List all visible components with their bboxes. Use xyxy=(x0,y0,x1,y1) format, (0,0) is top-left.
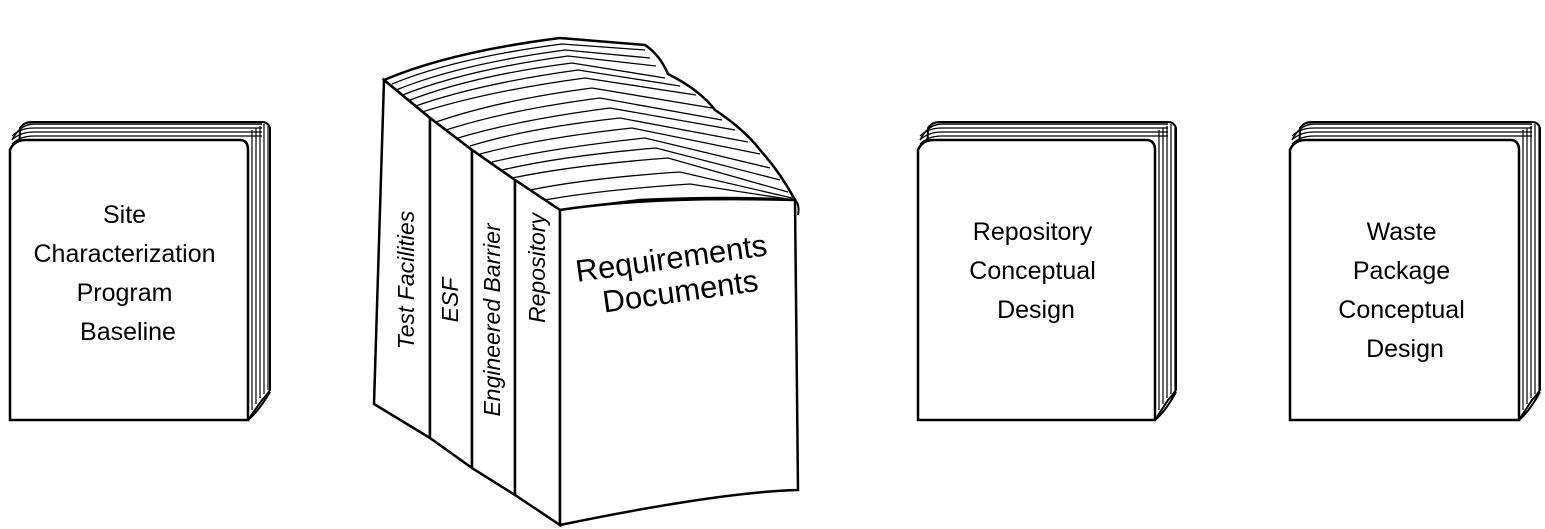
repo-book-line-2: Conceptual xyxy=(969,257,1095,285)
spine-repository: Repository xyxy=(524,212,550,323)
repo-book-line-1: Repository xyxy=(973,218,1093,246)
site-book-line-3: Program xyxy=(77,279,173,307)
spine-test-facilities: Test Facilities xyxy=(393,210,419,349)
site-book-line-2: Characterization xyxy=(34,240,216,268)
waste-book-line-4: Design xyxy=(1366,335,1444,363)
waste-book-line-1: Waste xyxy=(1367,218,1437,246)
spine-esf: ESF xyxy=(437,276,463,323)
repo-book-line-3: Design xyxy=(997,296,1075,324)
spine-engineered-barrier: Engineered Barrier xyxy=(479,222,505,416)
waste-book-line-2: Package xyxy=(1353,257,1450,285)
waste-book-line-3: Conceptual xyxy=(1338,296,1464,324)
site-book-line-1: Site xyxy=(103,201,146,229)
site-book-line-4: Baseline xyxy=(80,318,176,346)
book-site-characterization xyxy=(10,122,270,420)
